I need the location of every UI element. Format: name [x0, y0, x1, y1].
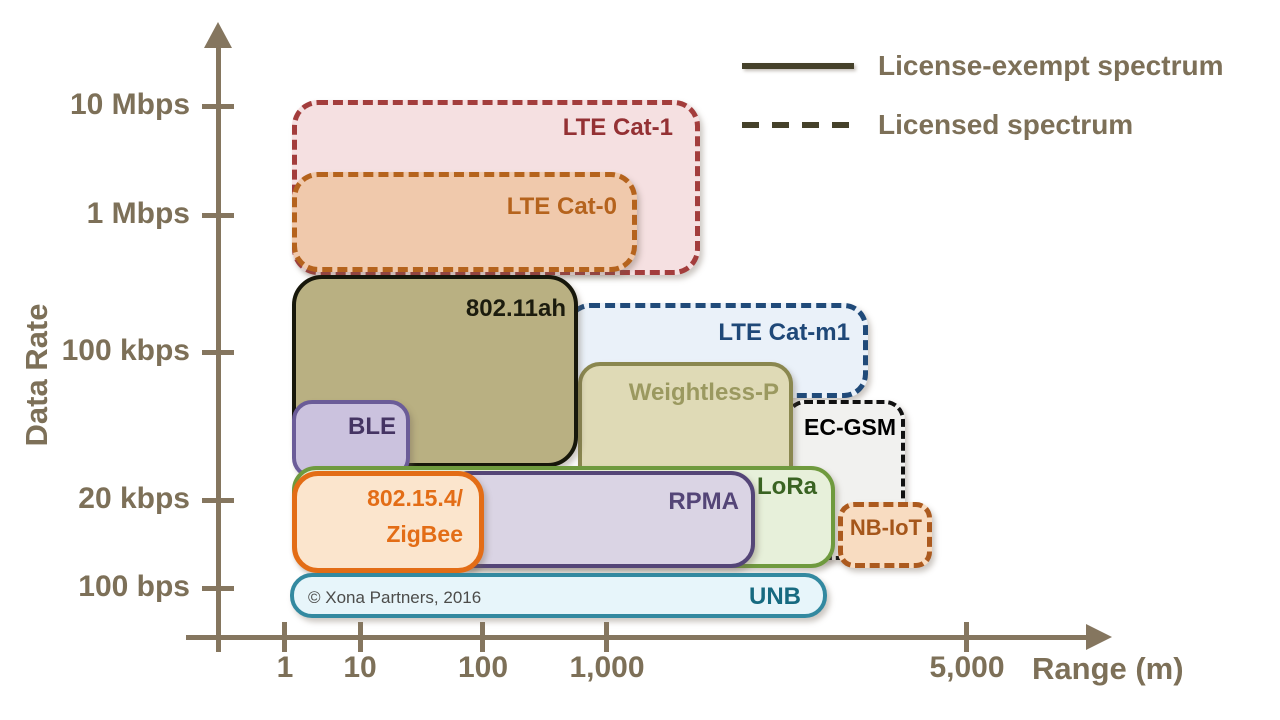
legend-solid-line-icon	[742, 63, 854, 69]
copyright-text: © Xona Partners, 2016	[308, 588, 482, 607]
y-axis-arrow-icon	[204, 22, 232, 48]
x-tick-5000	[964, 622, 969, 652]
tech-label-rpma: RPMA	[668, 488, 739, 515]
tech-label-802-11ah: 802.11ah	[465, 295, 566, 322]
tech-box-rpma: RPMA	[445, 471, 755, 568]
x-axis-line	[186, 635, 1088, 640]
y-tick-20kbps	[202, 498, 234, 503]
tech-box-lte-cat-0: LTE Cat-0	[292, 172, 637, 272]
y-tick-label-100kbps: 100 kbps	[61, 334, 190, 367]
tech-box-ble: BLE	[292, 400, 410, 478]
x-tick-label-1000: 1,000	[569, 651, 645, 684]
tech-label-zigbee-line2: ZigBee	[386, 521, 463, 547]
tech-label-zigbee-line1: 802.15.4/	[367, 485, 463, 511]
legend-dashed-line-icon	[742, 122, 854, 128]
y-tick-1mbps	[202, 213, 234, 218]
x-axis-arrow-icon	[1086, 624, 1112, 650]
y-tick-label-10mbps: 10 Mbps	[69, 88, 190, 121]
y-tick-100kbps	[202, 350, 234, 355]
tech-label-lte-cat-1: LTE Cat-1	[562, 114, 673, 141]
tech-label-nb-iot: NB-IoT	[849, 515, 922, 540]
y-tick-100bps	[202, 586, 234, 591]
y-tick-label-1mbps: 1 Mbps	[86, 197, 190, 230]
legend-label-licensed: Licensed spectrum	[878, 109, 1134, 140]
tech-box-nb-iot: NB-IoT	[838, 502, 932, 568]
tech-label-ec-gsm: EC-GSM	[804, 414, 896, 440]
tech-label-lte-cat-0: LTE Cat-0	[506, 193, 617, 220]
y-axis-line	[216, 44, 221, 652]
y-tick-label-20kbps: 20 kbps	[78, 482, 190, 515]
tech-box-unb: © Xona Partners, 2016 UNB	[290, 573, 827, 618]
tech-box-zigbee: 802.15.4/ ZigBee	[292, 471, 484, 573]
tech-label-weightless-p: Weightless-P	[628, 379, 779, 406]
x-tick-label-10: 10	[343, 651, 377, 684]
y-axis-title: Data Rate	[19, 303, 54, 447]
x-tick-100	[480, 622, 485, 652]
tech-label-ble: BLE	[348, 413, 396, 440]
x-tick-label-5000: 5,000	[929, 651, 1005, 684]
x-tick-1000	[604, 622, 609, 652]
tech-label-lora: LoRa	[757, 473, 817, 500]
x-tick-1	[282, 622, 287, 652]
x-tick-label-100: 100	[457, 651, 509, 684]
x-axis-title: Range (m)	[1032, 651, 1184, 686]
y-tick-10mbps	[202, 104, 234, 109]
legend-label-license-exempt: License-exempt spectrum	[878, 50, 1224, 81]
x-tick-label-1: 1	[276, 651, 294, 684]
x-tick-10	[358, 622, 363, 652]
tech-label-unb: UNB	[749, 583, 801, 610]
tech-label-lte-cat-m1: LTE Cat-m1	[718, 319, 850, 346]
y-tick-label-100bps: 100 bps	[78, 570, 190, 603]
